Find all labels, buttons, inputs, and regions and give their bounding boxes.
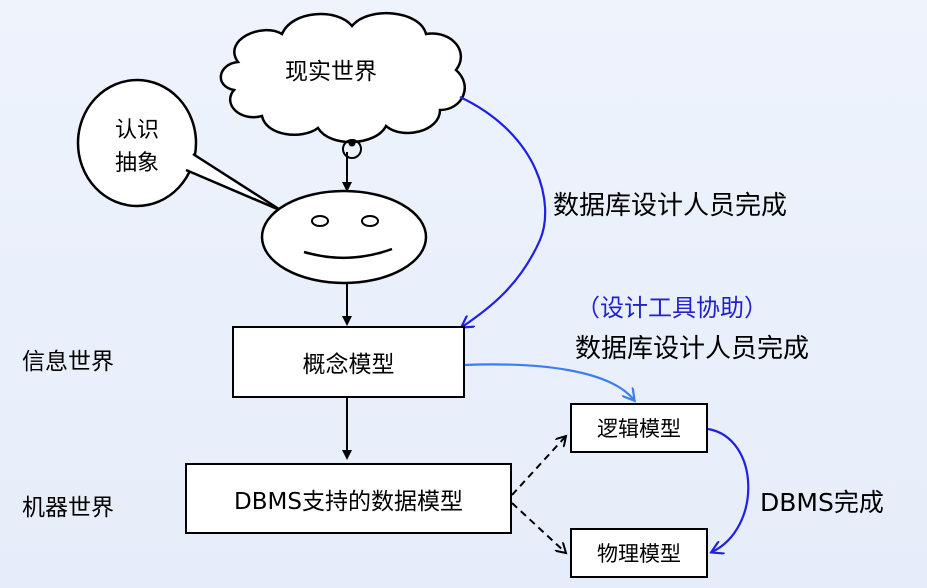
physical-model-box: 物理模型 (570, 528, 708, 578)
cloud-to-face-arrow (342, 139, 362, 192)
logic-to-physical-blue-arrow (707, 427, 750, 552)
cloud-to-concept-blue-arrow (460, 96, 547, 327)
tool-help-label: （设计工具协助） (576, 294, 768, 322)
designer-label: 数据库设计人员完成 (553, 191, 788, 221)
info-world-label: 信息世界 (22, 349, 114, 375)
physical-model-label: 物理模型 (597, 542, 681, 566)
cloud-shape (219, 11, 466, 144)
designer-label-2: 数据库设计人员完成 (575, 334, 810, 364)
dbms-model-label: DBMS支持的数据模型 (234, 488, 463, 515)
dbms-to-physical-dashed-arrow (511, 502, 566, 553)
cloud-label: 现实世界 (285, 59, 377, 85)
dbms-to-logic-dashed-arrow (511, 436, 566, 496)
logic-model-label: 逻辑模型 (597, 417, 681, 441)
smiley-face (260, 189, 428, 285)
dbms-model-box: DBMS支持的数据模型 (185, 463, 512, 534)
bubble-label-line2: 抽象 (115, 151, 160, 176)
logic-model-box: 逻辑模型 (570, 403, 708, 453)
concept-to-logic-arrow (463, 363, 634, 400)
machine-world-label: 机器世界 (22, 495, 114, 521)
bubble-label-line1: 认识 (115, 118, 160, 143)
concept-model-box: 概念模型 (232, 326, 465, 398)
dbms-done-label: DBMS完成 (760, 488, 884, 517)
concept-model-label: 概念模型 (302, 352, 395, 378)
